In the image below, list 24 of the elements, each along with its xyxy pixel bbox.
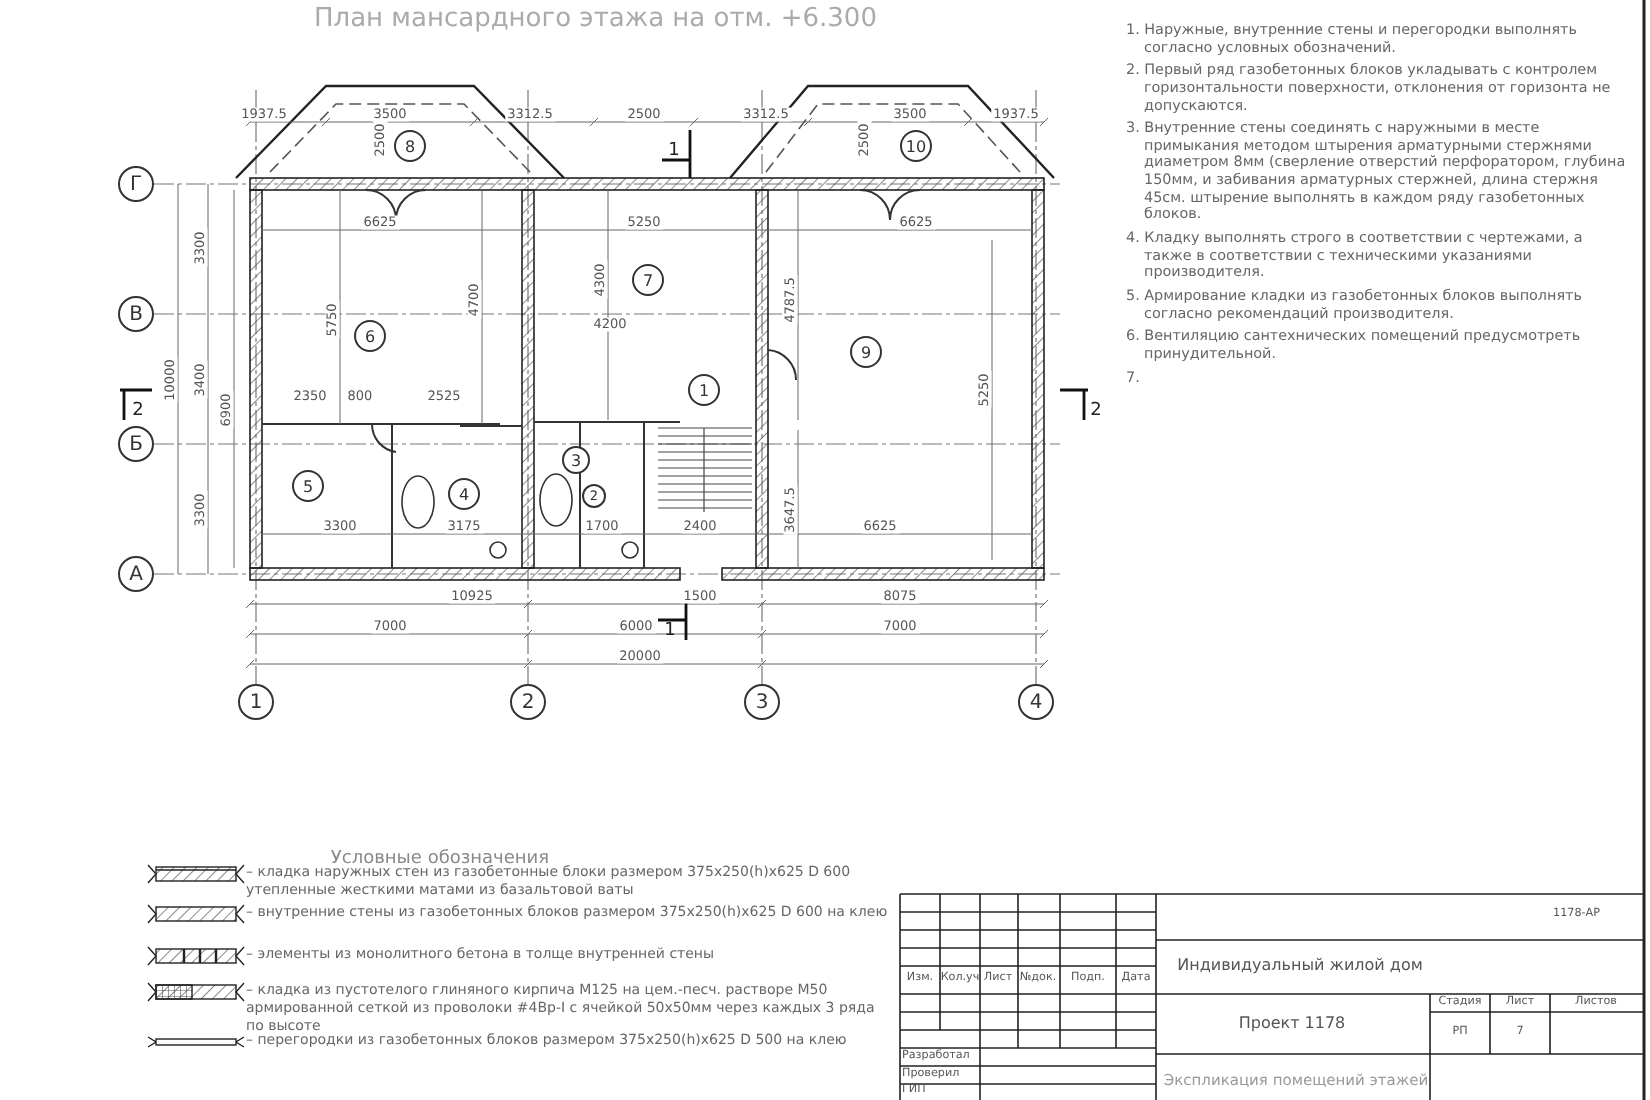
room-number-circle: 4 <box>448 478 480 510</box>
title-block-text: Индивидуальный жилой дом <box>1177 958 1423 974</box>
room-number-circle: 3 <box>562 446 590 474</box>
room-number-circle: 5 <box>292 470 324 502</box>
section-number: 1 <box>668 143 680 161</box>
axis-bubble: Г <box>118 166 154 202</box>
axis-bubble: Б <box>118 426 154 462</box>
room-number-circle: 1 <box>688 374 720 406</box>
axis-bubble: 2 <box>510 684 546 720</box>
room-number-circle: 9 <box>850 336 882 368</box>
room-number-circle: 8 <box>394 130 426 162</box>
room-number-circle: 10 <box>900 130 932 162</box>
title-block-text: Проект 1178 <box>1238 1016 1346 1032</box>
axis-bubble: 3 <box>744 684 780 720</box>
room-number-circle: 7 <box>632 264 664 296</box>
section-number: 2 <box>1090 403 1102 421</box>
axis-bubble: А <box>118 556 154 592</box>
section-number: 1 <box>664 623 676 641</box>
drawing-title: План мансардного этажа на отм. +6.300 <box>314 6 877 32</box>
section-number: 2 <box>132 403 144 421</box>
axis-bubble: В <box>118 296 154 332</box>
axis-bubble: 4 <box>1018 684 1054 720</box>
axis-bubble: 1 <box>238 684 274 720</box>
room-number-circle: 6 <box>354 320 386 352</box>
